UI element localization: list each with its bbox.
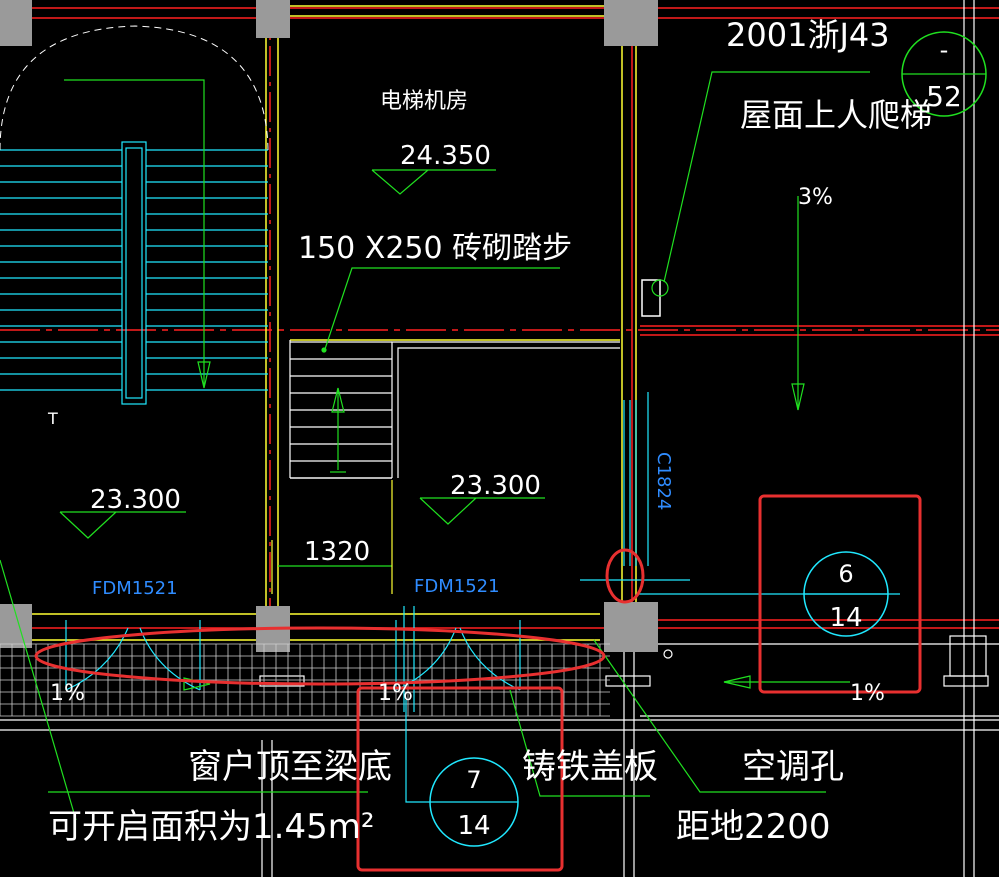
highlight-ellipse-small <box>605 548 645 604</box>
door-label-mid: FDM1521 <box>414 576 500 597</box>
column <box>256 0 290 38</box>
stair-left <box>0 141 268 405</box>
elevation-24350: 24.350 <box>400 141 491 171</box>
window-c1824 <box>580 392 900 595</box>
ac-hole-note: 空调孔 <box>742 747 844 787</box>
highlight-ellipse <box>34 626 606 686</box>
door-label-left: FDM1521 <box>92 578 178 599</box>
highlight-box-bottom <box>356 686 564 872</box>
openable-area-note: 可开启面积为1.45m² <box>48 807 374 847</box>
grid-hatch <box>0 643 610 717</box>
elevation-23300-left: 23.300 <box>90 485 181 515</box>
stair-arc <box>0 25 269 151</box>
cast-iron-cover-note: 铸铁盖板 <box>522 747 658 787</box>
brick-steps-label: 150 X250 砖砌踏步 <box>298 231 572 266</box>
dimension-1320: 1320 <box>304 537 370 567</box>
slope-1pct-c: 1% <box>850 681 885 706</box>
column <box>604 0 658 46</box>
elevation-23300-mid: 23.300 <box>450 471 541 501</box>
text-labels: 2001浙J43 屋面上人爬梯 电梯机房 24.350 150 X250 砖砌踏… <box>47 16 962 847</box>
callout-3-top: 7 <box>466 766 481 794</box>
column <box>0 604 32 648</box>
elevator-room-label: 电梯机房 <box>380 89 468 114</box>
doors <box>65 606 521 712</box>
slope-1pct-a: 1% <box>50 681 85 706</box>
highlight-box-right <box>758 494 922 694</box>
callout-1-bottom: 52 <box>926 80 962 113</box>
axis-lines <box>0 0 999 629</box>
column <box>604 602 658 652</box>
callout-circles <box>405 31 987 847</box>
callout-3-bottom: 14 <box>457 811 490 841</box>
column <box>0 0 32 46</box>
roof-ladder-symbol <box>641 279 669 317</box>
roof-ladder-label: 屋面上人爬梯 <box>740 96 932 134</box>
stair-middle <box>289 340 392 479</box>
symbol-t: T <box>47 409 58 428</box>
highlight-annotations <box>34 494 922 872</box>
callout-1-top: - <box>940 36 949 64</box>
window-label: C1824 <box>653 452 674 510</box>
leaders <box>0 71 870 821</box>
slope-3pct: 3% <box>798 185 833 210</box>
slope-1pct-b: 1% <box>378 681 413 706</box>
ref-2001-label: 2001浙J43 <box>726 16 890 54</box>
distance-2200-note: 距地2200 <box>676 807 831 847</box>
callout-2-top: 6 <box>838 560 853 588</box>
callout-2-bottom: 14 <box>829 603 862 633</box>
window-top-beam-note: 窗户顶至梁底 <box>188 747 392 787</box>
